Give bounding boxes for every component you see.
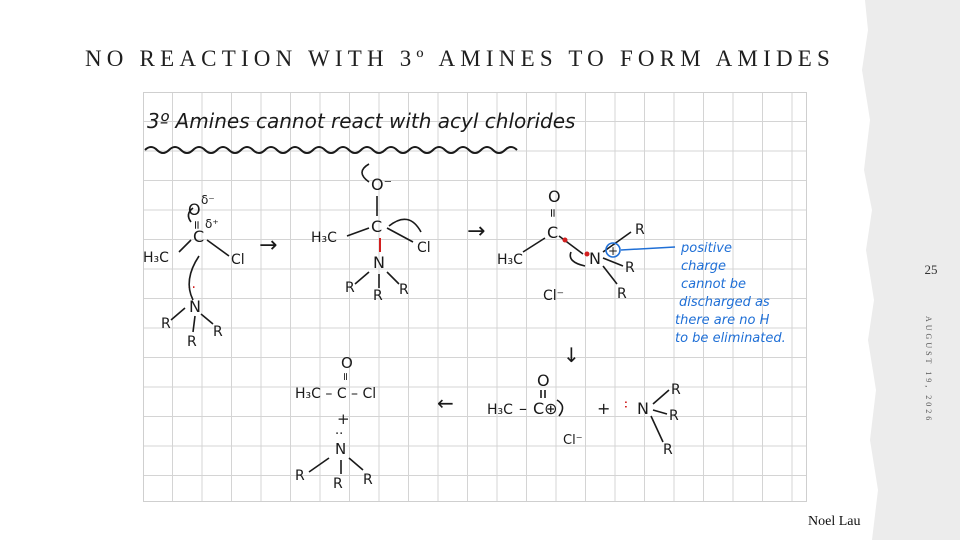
atom-o: O: [341, 354, 353, 372]
double-bond: =: [546, 208, 560, 218]
positive-charge-marker: [605, 242, 621, 258]
atom-o: O: [188, 200, 201, 219]
reactants-acyl-chloride-and-amine: O δ⁻ = C δ⁺ H₃C Cl ·· N R R R: [143, 193, 245, 350]
intermediate-bonds: [346, 163, 422, 288]
heading-squiggle-underline: [144, 146, 518, 154]
r-group: R: [617, 286, 627, 302]
atom-c: C: [193, 227, 204, 246]
plus-sign: +: [597, 399, 610, 418]
acyl-chloride-formula: H₃C – C – Cl: [295, 386, 376, 402]
notes-heading: 3º Amines cannot react with acyl chlorid…: [147, 109, 575, 133]
delta-plus: δ⁺: [205, 217, 219, 231]
r-group: R: [669, 408, 679, 424]
lone-pair: ··: [617, 400, 633, 409]
acylammonium-intermediate: O = C H₃C N R R R Cl⁻: [497, 187, 645, 304]
atom-c: C: [371, 217, 382, 236]
acylium-carbon: C⊕: [533, 399, 558, 418]
r-group: R: [399, 282, 409, 298]
r-group: R: [213, 324, 223, 340]
plus-sign: +: [337, 410, 350, 428]
page-number: 25: [924, 262, 938, 277]
r-group: R: [363, 472, 373, 488]
atom-n: N: [637, 399, 649, 418]
atom-o: O: [537, 371, 550, 390]
regenerated-bonds: [308, 457, 364, 474]
atom-n: N: [589, 249, 601, 268]
r-group: R: [671, 382, 681, 398]
atom-cl: Cl: [417, 240, 431, 256]
red-dot-n: [584, 251, 590, 257]
annotation-line: discharged as: [679, 295, 770, 310]
r-group: R: [373, 288, 383, 304]
double-bond: =: [190, 220, 204, 230]
bond: –: [519, 399, 527, 418]
reaction-arrow: →: [467, 219, 485, 244]
atom-n: N: [335, 440, 346, 458]
lone-pair: ··: [335, 427, 343, 442]
atom-c: C: [547, 223, 558, 242]
r-group: R: [187, 334, 197, 350]
positive-charge-symbol: +: [608, 244, 618, 258]
board-border: [143, 92, 807, 502]
r-group: R: [625, 260, 635, 276]
atom-h3c: H₃C: [487, 402, 513, 418]
author-name: Noel Lau: [808, 514, 861, 529]
atom-h3c: H₃C: [143, 250, 169, 266]
chloride-ion: Cl⁻: [563, 433, 583, 448]
double-bond: =: [339, 372, 352, 381]
reaction-arrow-down: ↓: [563, 343, 580, 367]
annotation-note: positive charge cannot be discharged as …: [675, 241, 786, 346]
acylium-bonds: [540, 389, 670, 443]
atom-n: N: [373, 253, 385, 272]
atom-o-minus: O⁻: [371, 175, 392, 194]
handwritten-reaction-mechanism: 3º Amines cannot react with acyl chlorid…: [143, 92, 807, 502]
red-dot-c: [562, 237, 568, 243]
r-group: R: [345, 280, 355, 296]
annotation-line: cannot be: [681, 277, 746, 292]
r-group: R: [295, 468, 305, 484]
atom-h3c: H₃C: [311, 230, 337, 246]
reaction-arrow: →: [259, 233, 277, 258]
atom-o: O: [548, 187, 561, 206]
tetrahedral-intermediate: O⁻ C H₃C Cl N R R R: [311, 175, 431, 304]
acylium-and-free-amine: O H₃C – C⊕ Cl⁻ + ·· N R R R: [487, 371, 681, 458]
atom-n: N: [189, 297, 201, 316]
slide-title: NO REACTION WITH 3º AMINES TO FORM AMIDE…: [84, 46, 835, 71]
atom-h3c: H₃C: [497, 252, 523, 268]
reaction-arrow-left: ←: [437, 391, 454, 415]
chloride-ion: Cl⁻: [543, 288, 564, 304]
delta-minus: δ⁻: [201, 193, 215, 207]
regenerated-reactants: O = H₃C – C – Cl + ·· N R R R: [295, 354, 376, 492]
grid-paper: [143, 92, 807, 502]
slide-date: AUGUST 19, 2026: [924, 316, 933, 424]
reactant-bonds: [170, 207, 230, 333]
annotation-line: positive: [680, 241, 732, 256]
r-group: R: [663, 442, 673, 458]
r-group: R: [333, 476, 343, 492]
annotation-line: to be eliminated.: [675, 331, 786, 346]
annotation-pointer: [620, 246, 676, 251]
lone-pair: ··: [187, 280, 196, 296]
annotation-line: charge: [681, 259, 726, 274]
r-group: R: [635, 222, 645, 238]
atom-cl: Cl: [231, 252, 245, 268]
annotation-line: there are no H: [675, 313, 770, 328]
r-group: R: [161, 316, 171, 332]
